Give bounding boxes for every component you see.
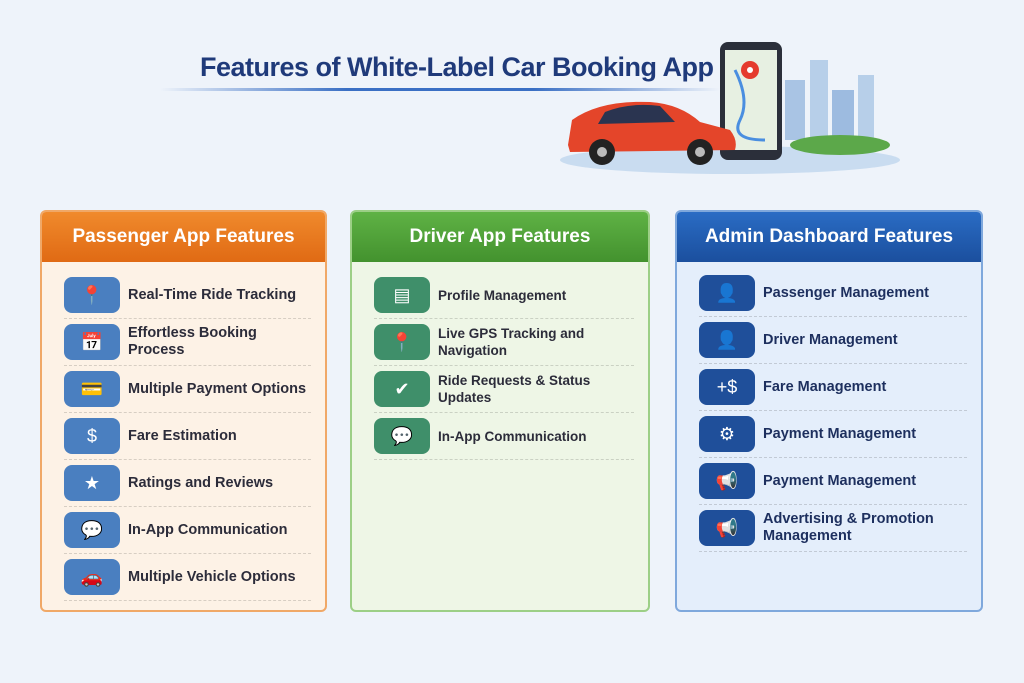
feature-label: Advertising & Promotion Management	[763, 511, 934, 544]
feature-label: Fare Management	[763, 378, 887, 395]
feature-label: Payment Management	[763, 472, 917, 489]
feature-item: 💳 Multiple Payment Options	[64, 366, 311, 413]
map-pin-icon: 📍	[64, 277, 120, 313]
feature-label: Ratings and Reviews	[128, 474, 274, 491]
feature-label: Live GPS Tracking and Navigation	[438, 326, 585, 358]
driver-icon: 👤	[699, 322, 755, 358]
feature-label: Effortless Booking Process	[128, 325, 257, 358]
feature-label: Multiple Vehicle Options	[128, 568, 296, 585]
feature-label: Real-Time Ride Tracking	[128, 286, 297, 303]
feature-label: Ride Requests & Status Updates	[438, 373, 591, 405]
driver-features-card: Driver App Features ▤ Profile Management 📍…	[350, 210, 650, 612]
feature-item: 🚗 Multiple Vehicle Options	[64, 554, 311, 601]
chat-icon: 💬	[64, 512, 120, 548]
feature-item: 📍Live GPS Tracking and Navigation	[374, 319, 634, 366]
feature-item: ▤ Profile Management	[374, 272, 634, 319]
feature-item: ⚙ Payment Management	[699, 411, 967, 458]
fare-icon: +$	[699, 369, 755, 405]
passenger-card-header: Passenger App Features	[42, 212, 325, 262]
feature-label: In-App Communication	[128, 521, 288, 538]
feature-item: 📍 Real-Time Ride Tracking	[64, 272, 311, 319]
stars-icon: ★	[64, 465, 120, 501]
feature-label: Passenger Management	[763, 284, 930, 301]
id-card-icon: ▤	[374, 277, 430, 313]
credit-card-icon: 💳	[64, 371, 120, 407]
cars-icon: 🚗	[64, 559, 120, 595]
calendar-car-icon: 📅	[64, 324, 120, 360]
feature-label: Driver Management	[763, 331, 898, 348]
feature-label: Payment Management	[763, 425, 917, 442]
calculator-coin-icon: $	[64, 418, 120, 454]
driver-card-header: Driver App Features	[352, 212, 648, 262]
feature-item: 👤 Driver Management	[699, 317, 967, 364]
passenger-features-card: Passenger App Features 📍 Real-Time Ride T…	[40, 210, 327, 612]
title-underline	[160, 88, 720, 91]
feature-label: Multiple Payment Options	[128, 380, 307, 397]
users-icon: 👤	[699, 275, 755, 311]
feature-item: 📢Advertising & Promotion Management	[699, 505, 967, 552]
gps-map-icon: 📍	[374, 324, 430, 360]
card-gear-icon: ⚙	[699, 416, 755, 452]
feature-item: $ Fare Estimation	[64, 413, 311, 460]
feature-item: 💬 In-App Communication	[64, 507, 311, 554]
feature-label: Profile Management	[438, 287, 567, 303]
feature-label: In-App Communication	[438, 428, 587, 444]
admin-features-card: Admin Dashboard Features 👤 Passenger Mana…	[675, 210, 983, 612]
feature-item: 📅Effortless Booking Process	[64, 319, 311, 366]
feature-label: Fare Estimation	[128, 427, 237, 444]
chat-icon: 💬	[374, 418, 430, 454]
feature-item: 💬 In-App Communication	[374, 413, 634, 460]
clipboard-check-icon: ✔	[374, 371, 430, 407]
admin-card-header: Admin Dashboard Features	[677, 212, 981, 262]
feature-item: ✔Ride Requests & Status Updates	[374, 366, 634, 413]
feature-item: 📢 Payment Management	[699, 458, 967, 505]
page-title: Features of White-Label Car Booking App	[200, 52, 714, 82]
feature-item: ★ Ratings and Reviews	[64, 460, 311, 507]
feature-item: +$ Fare Management	[699, 364, 967, 411]
megaphone-icon: 📢	[699, 463, 755, 499]
megaphone-icon: 📢	[699, 510, 755, 546]
feature-item: 👤 Passenger Management	[699, 270, 967, 317]
car-phone-illustration	[560, 42, 900, 174]
